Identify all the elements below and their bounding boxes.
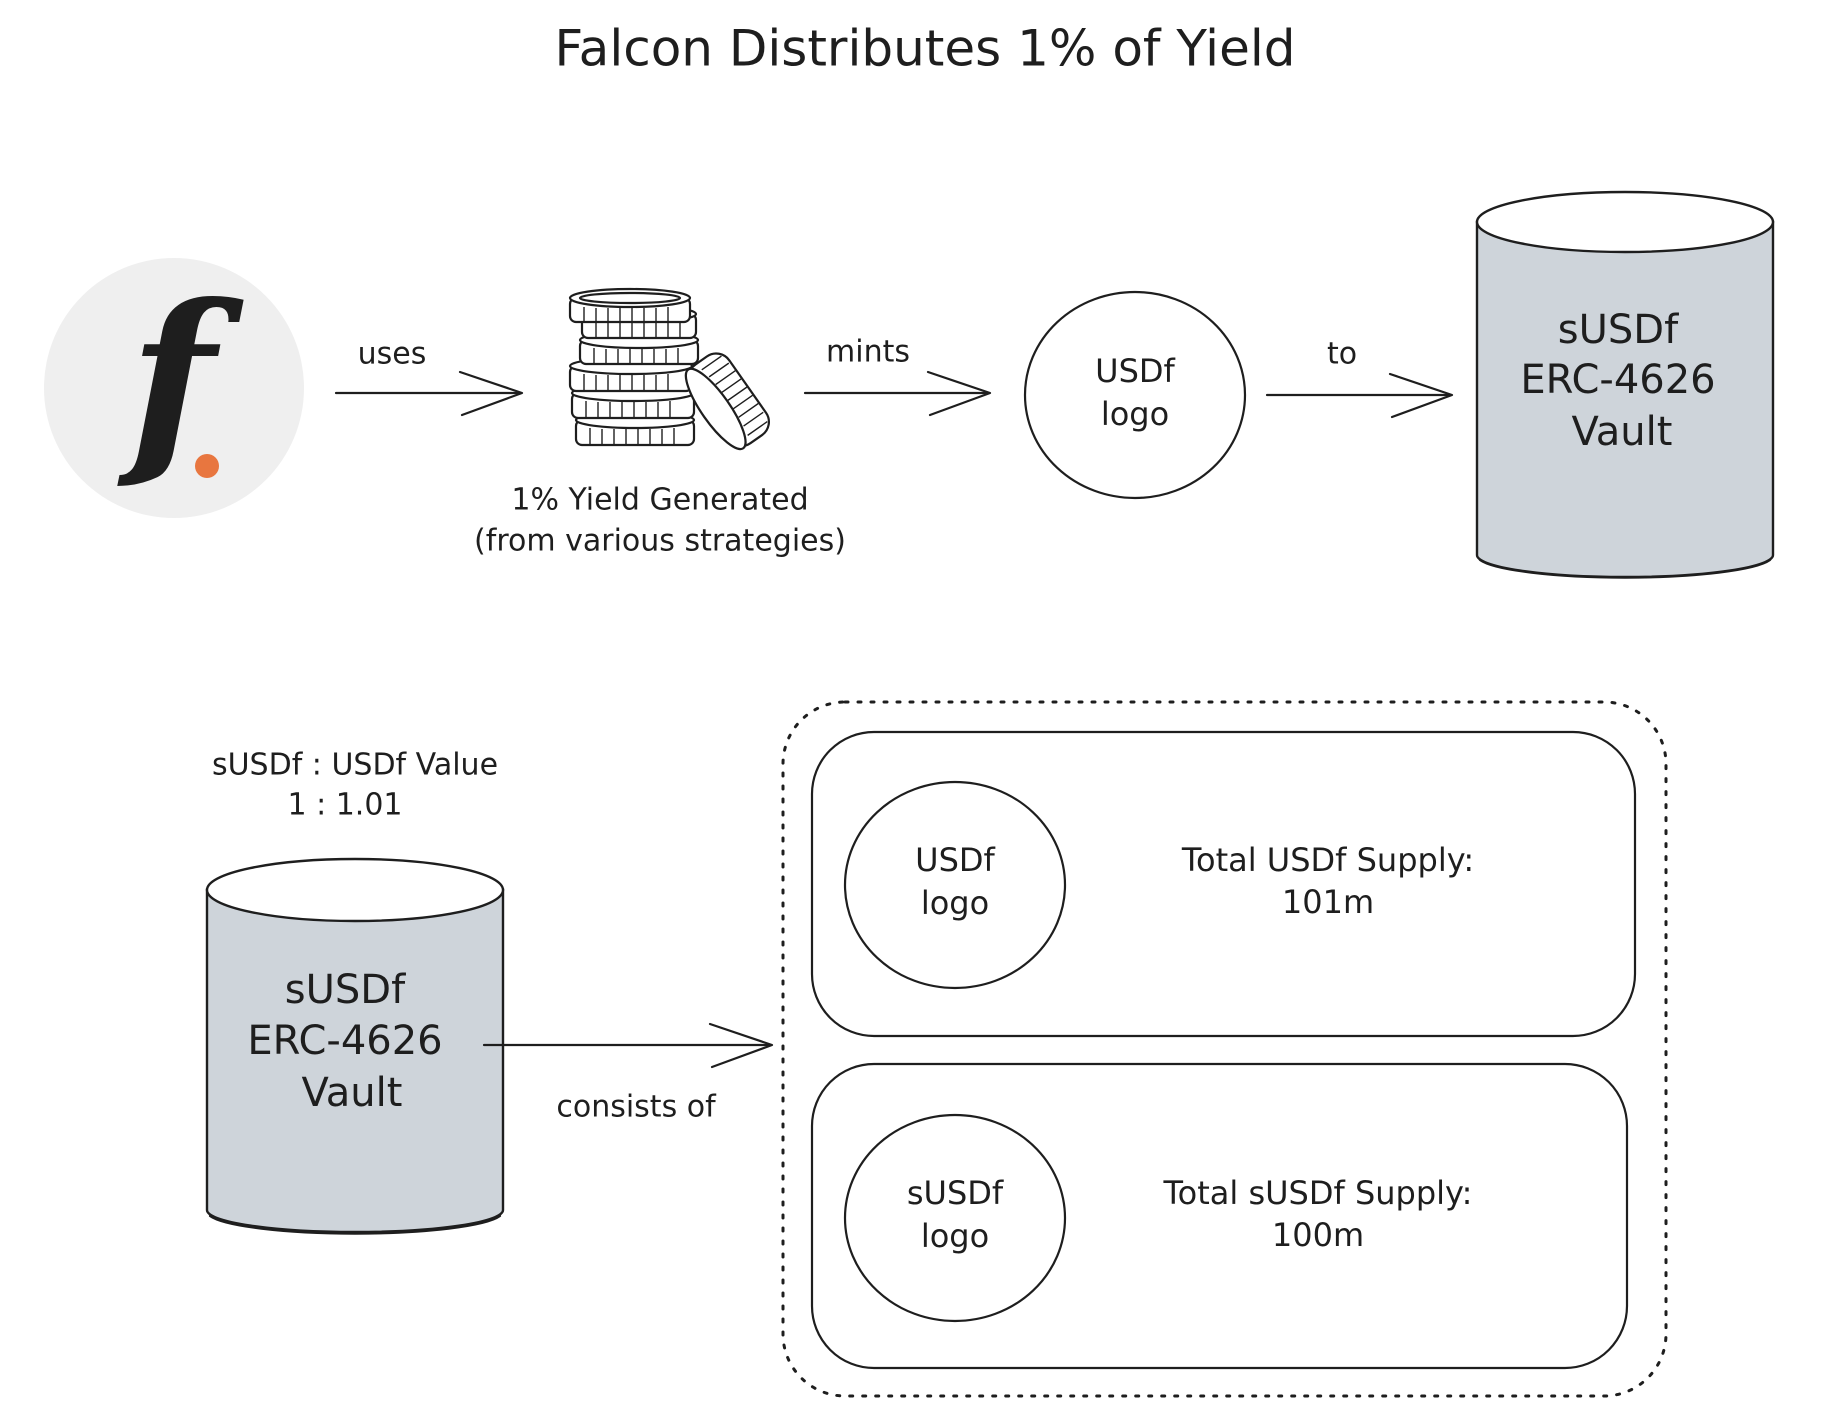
susdf-supply-value: 100m — [1272, 1216, 1364, 1254]
bottom-vault-line3: Vault — [302, 1070, 403, 1116]
mints-label: mints — [826, 335, 910, 370]
supply-group-container — [781, 700, 1668, 1398]
top-vault-line1: sUSDf — [1558, 307, 1679, 353]
mints-arrow — [803, 370, 992, 417]
consists-of-arrow — [482, 1022, 774, 1069]
uses-arrow — [334, 370, 524, 417]
usdf-supply-card: USDf logo Total USDf Supply: 101m — [810, 730, 1637, 1038]
top-vault-line3: Vault — [1572, 409, 1673, 455]
diagram-title: Falcon Distributes 1% of Yield — [555, 20, 1296, 78]
usdf-card-logo-line2: logo — [921, 884, 989, 922]
bottom-vault-line2: ERC-4626 — [247, 1018, 442, 1064]
susdf-card-logo-line1: sUSDf — [907, 1174, 1004, 1212]
usdf-logo-label-line1: USDf — [1095, 352, 1175, 390]
susdf-vault-top: sUSDf ERC-4626 Vault — [1475, 190, 1775, 579]
usdf-logo-label-line2: logo — [1101, 395, 1169, 433]
top-vault-line2: ERC-4626 — [1520, 357, 1715, 403]
coins-caption-line1: 1% Yield Generated — [511, 483, 808, 518]
falcon-logo: f — [44, 258, 304, 518]
ratio-value: 1 : 1.01 — [287, 788, 402, 823]
susdf-vault-bottom: sUSDf ERC-4626 Vault — [205, 857, 505, 1235]
to-arrow — [1265, 372, 1454, 419]
ratio-label: sUSDf : USDf Value — [212, 748, 498, 783]
consists-of-label: consists of — [556, 1090, 717, 1125]
susdf-supply-card: sUSDf logo Total sUSDf Supply: 100m — [810, 1062, 1629, 1370]
susdf-card-logo-line2: logo — [921, 1217, 989, 1255]
usdf-logo-placeholder: USDf logo — [1023, 290, 1247, 500]
susdf-supply-label: Total sUSDf Supply: — [1163, 1174, 1473, 1212]
bottom-vault-line1: sUSDf — [285, 967, 406, 1013]
coins-caption-line2: (from various strategies) — [474, 524, 846, 559]
usdf-supply-value: 101m — [1282, 883, 1374, 921]
to-label: to — [1327, 337, 1357, 372]
coin-stack-icon — [568, 287, 770, 451]
usdf-card-logo-line1: USDf — [915, 841, 995, 879]
falcon-logo-dot — [195, 454, 219, 478]
uses-label: uses — [358, 337, 427, 372]
usdf-supply-label: Total USDf Supply: — [1181, 841, 1474, 879]
